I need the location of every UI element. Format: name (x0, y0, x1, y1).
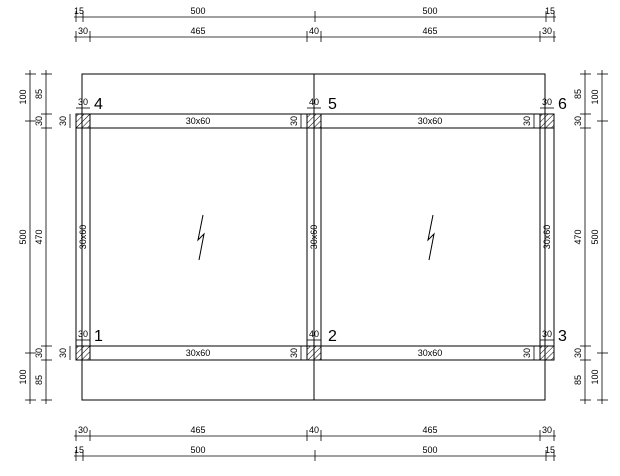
column-number-6: 6 (558, 96, 567, 113)
dim-bottom-outer-4: 15 (545, 445, 555, 455)
dim-left-inner-4: 30 (34, 348, 44, 358)
dim-left-outer-3: 100 (18, 369, 28, 384)
dim-bottom-outer-2: 500 (190, 445, 205, 455)
column-side-1: 30 (58, 348, 68, 358)
dim-top-inner-2: 465 (190, 26, 205, 36)
dim-right-inner-4: 30 (573, 348, 583, 358)
column-3 (539, 345, 555, 361)
column-2 (306, 345, 322, 361)
dim-bottom-inner-1: 30 (78, 425, 88, 435)
dim-top-inner-3: 40 (309, 26, 319, 36)
beam-label-bottom-right: 30x60 (418, 348, 443, 358)
beam-label-middle: 30x60 (309, 225, 319, 250)
dim-right-outer-3: 100 (590, 369, 600, 384)
dim-left-outer-1: 100 (18, 89, 28, 104)
dim-chain-right-outer-lines (597, 70, 608, 404)
beam-label-right: 30x60 (542, 225, 552, 250)
dim-right-inner-5: 85 (573, 375, 583, 385)
column-side-6: 30 (522, 116, 532, 126)
dim-bottom-inner-3: 40 (309, 425, 319, 435)
dim-left-inner-1: 85 (34, 89, 44, 99)
column-width-4: 30 (78, 97, 88, 107)
column-width-5: 40 (309, 97, 319, 107)
dim-chain-bottom-outer-lines (74, 450, 556, 461)
column-number-1: 1 (94, 328, 103, 345)
dim-chain-left-inner-lines (41, 70, 52, 404)
dim-top-inner-1: 30 (78, 26, 88, 36)
dim-chain-top-inner-lines (74, 31, 556, 42)
column-side-4: 30 (58, 116, 68, 126)
dim-right-outer-1: 100 (590, 89, 600, 104)
column-dims (69, 107, 554, 360)
dim-bottom-inner-5: 30 (542, 425, 552, 435)
column-width-2: 40 (309, 329, 319, 339)
beam-label-left: 30x60 (78, 225, 88, 250)
beam-label-top-right: 30x60 (418, 116, 443, 126)
dim-right-inner-1: 85 (573, 89, 583, 99)
column-number-3: 3 (558, 328, 567, 345)
dim-right-inner-3: 470 (573, 229, 583, 244)
column-width-1: 30 (78, 329, 88, 339)
dim-top-outer-3: 500 (422, 6, 437, 16)
beam-label-top-left: 30x60 (186, 116, 211, 126)
column-side-3: 30 (522, 348, 532, 358)
slab-span-symbol-right (427, 214, 435, 261)
dim-top-inner-4: 465 (422, 26, 437, 36)
slab-span-symbol-left (197, 214, 205, 261)
column-6 (539, 113, 555, 129)
dim-left-inner-2: 30 (34, 116, 44, 126)
column-side-5: 30 (289, 116, 299, 126)
column-width-3: 30 (542, 329, 552, 339)
column-number-4: 4 (94, 96, 103, 113)
column-4 (75, 113, 91, 129)
dim-chain-top-outer-lines (74, 11, 556, 22)
dim-chain-left-outer-lines (25, 70, 36, 404)
dim-right-outer-2: 500 (590, 229, 600, 244)
dim-bottom-inner-2: 465 (190, 425, 205, 435)
dim-left-inner-3: 470 (34, 229, 44, 244)
dim-left-outer-2: 500 (18, 229, 28, 244)
beam-middle (306, 128, 322, 346)
dim-bottom-inner-4: 465 (422, 425, 437, 435)
dim-top-inner-5: 30 (542, 26, 552, 36)
dim-top-outer-1: 15 (74, 6, 84, 16)
column-number-2: 2 (328, 328, 337, 345)
beam-right (539, 128, 555, 346)
column-1 (75, 345, 91, 361)
dim-right-inner-2: 30 (573, 116, 583, 126)
column-width-6: 30 (542, 97, 552, 107)
beam-label-bottom-left: 30x60 (186, 348, 211, 358)
dim-bottom-outer-3: 500 (422, 445, 437, 455)
column-5 (306, 113, 322, 129)
dim-top-outer-4: 15 (545, 6, 555, 16)
dim-top-outer-2: 500 (190, 6, 205, 16)
dim-chain-right-inner-lines (580, 70, 591, 404)
dim-chain-bottom-inner-lines (74, 430, 556, 441)
column-side-2: 30 (289, 348, 299, 358)
beam-left (75, 128, 91, 346)
dim-bottom-outer-1: 15 (74, 445, 84, 455)
dim-left-inner-5: 85 (34, 375, 44, 385)
column-number-5: 5 (328, 96, 337, 113)
